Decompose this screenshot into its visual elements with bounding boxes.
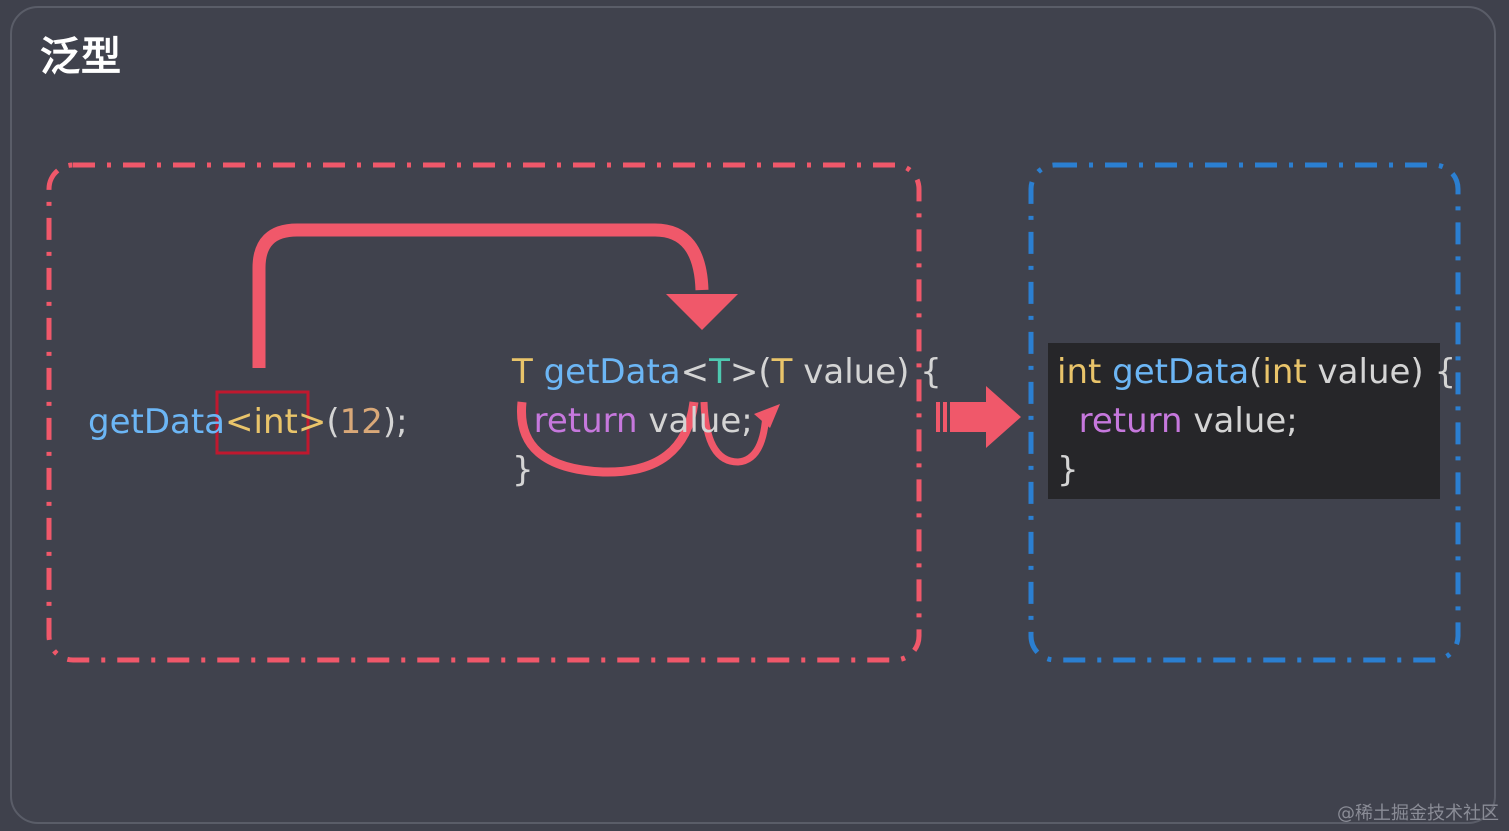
result-return-type: int: [1057, 352, 1102, 392]
result-paren-open: (: [1249, 352, 1263, 392]
result-fn-name: getData: [1112, 352, 1250, 392]
substitution-arrowhead: [666, 294, 738, 330]
def-type-param: T: [709, 352, 730, 392]
def-return-type: T: [512, 352, 533, 392]
block-arrow-stripe-1: [936, 402, 940, 432]
generic-call-code: getData<int>(12);: [88, 398, 408, 447]
def-paren-open: (: [758, 352, 772, 392]
block-arrow-stripe-2: [943, 402, 947, 432]
result-line2-rest: value;: [1182, 401, 1298, 441]
result-param-type: int: [1262, 352, 1307, 392]
block-arrow: [950, 386, 1021, 448]
generic-source-box: [46, 162, 922, 663]
slide-title: 泛型: [40, 34, 122, 80]
replace-loop-arrow-2: [700, 401, 770, 466]
def-angle-open: <: [680, 352, 710, 392]
generic-definition-code: T getData<T>(T value) { return value; }: [512, 348, 942, 495]
result-closing-brace: }: [1057, 450, 1079, 490]
int-highlight-box: [215, 390, 310, 455]
def-angle-close: >: [729, 352, 759, 392]
generated-code: int getData(int value) { return value; }: [1057, 348, 1456, 495]
def-line1-rest: value) {: [792, 352, 942, 392]
call-fn-name: getData: [88, 402, 226, 442]
replace-loop-arrowhead: [754, 404, 780, 428]
call-paren-close: );: [382, 402, 408, 442]
watermark: @稀土掘金技术社区: [1337, 803, 1499, 824]
result-code-background: [1048, 343, 1440, 499]
replace-loop-arrow-1: [516, 401, 699, 477]
call-paren-open: (: [326, 402, 340, 442]
def-closing-brace: }: [512, 450, 534, 490]
def-return-keyword: return: [533, 401, 638, 441]
def-fn-name: getData: [543, 352, 681, 392]
result-return-keyword: return: [1078, 401, 1183, 441]
def-line2-rest: value;: [637, 401, 753, 441]
call-arg: 12: [339, 402, 383, 442]
def-param-type: T: [771, 352, 793, 392]
result-line1-rest: value) {: [1306, 352, 1457, 392]
call-generic-arg: <int>: [225, 402, 327, 442]
substitution-arrow: [252, 223, 709, 368]
